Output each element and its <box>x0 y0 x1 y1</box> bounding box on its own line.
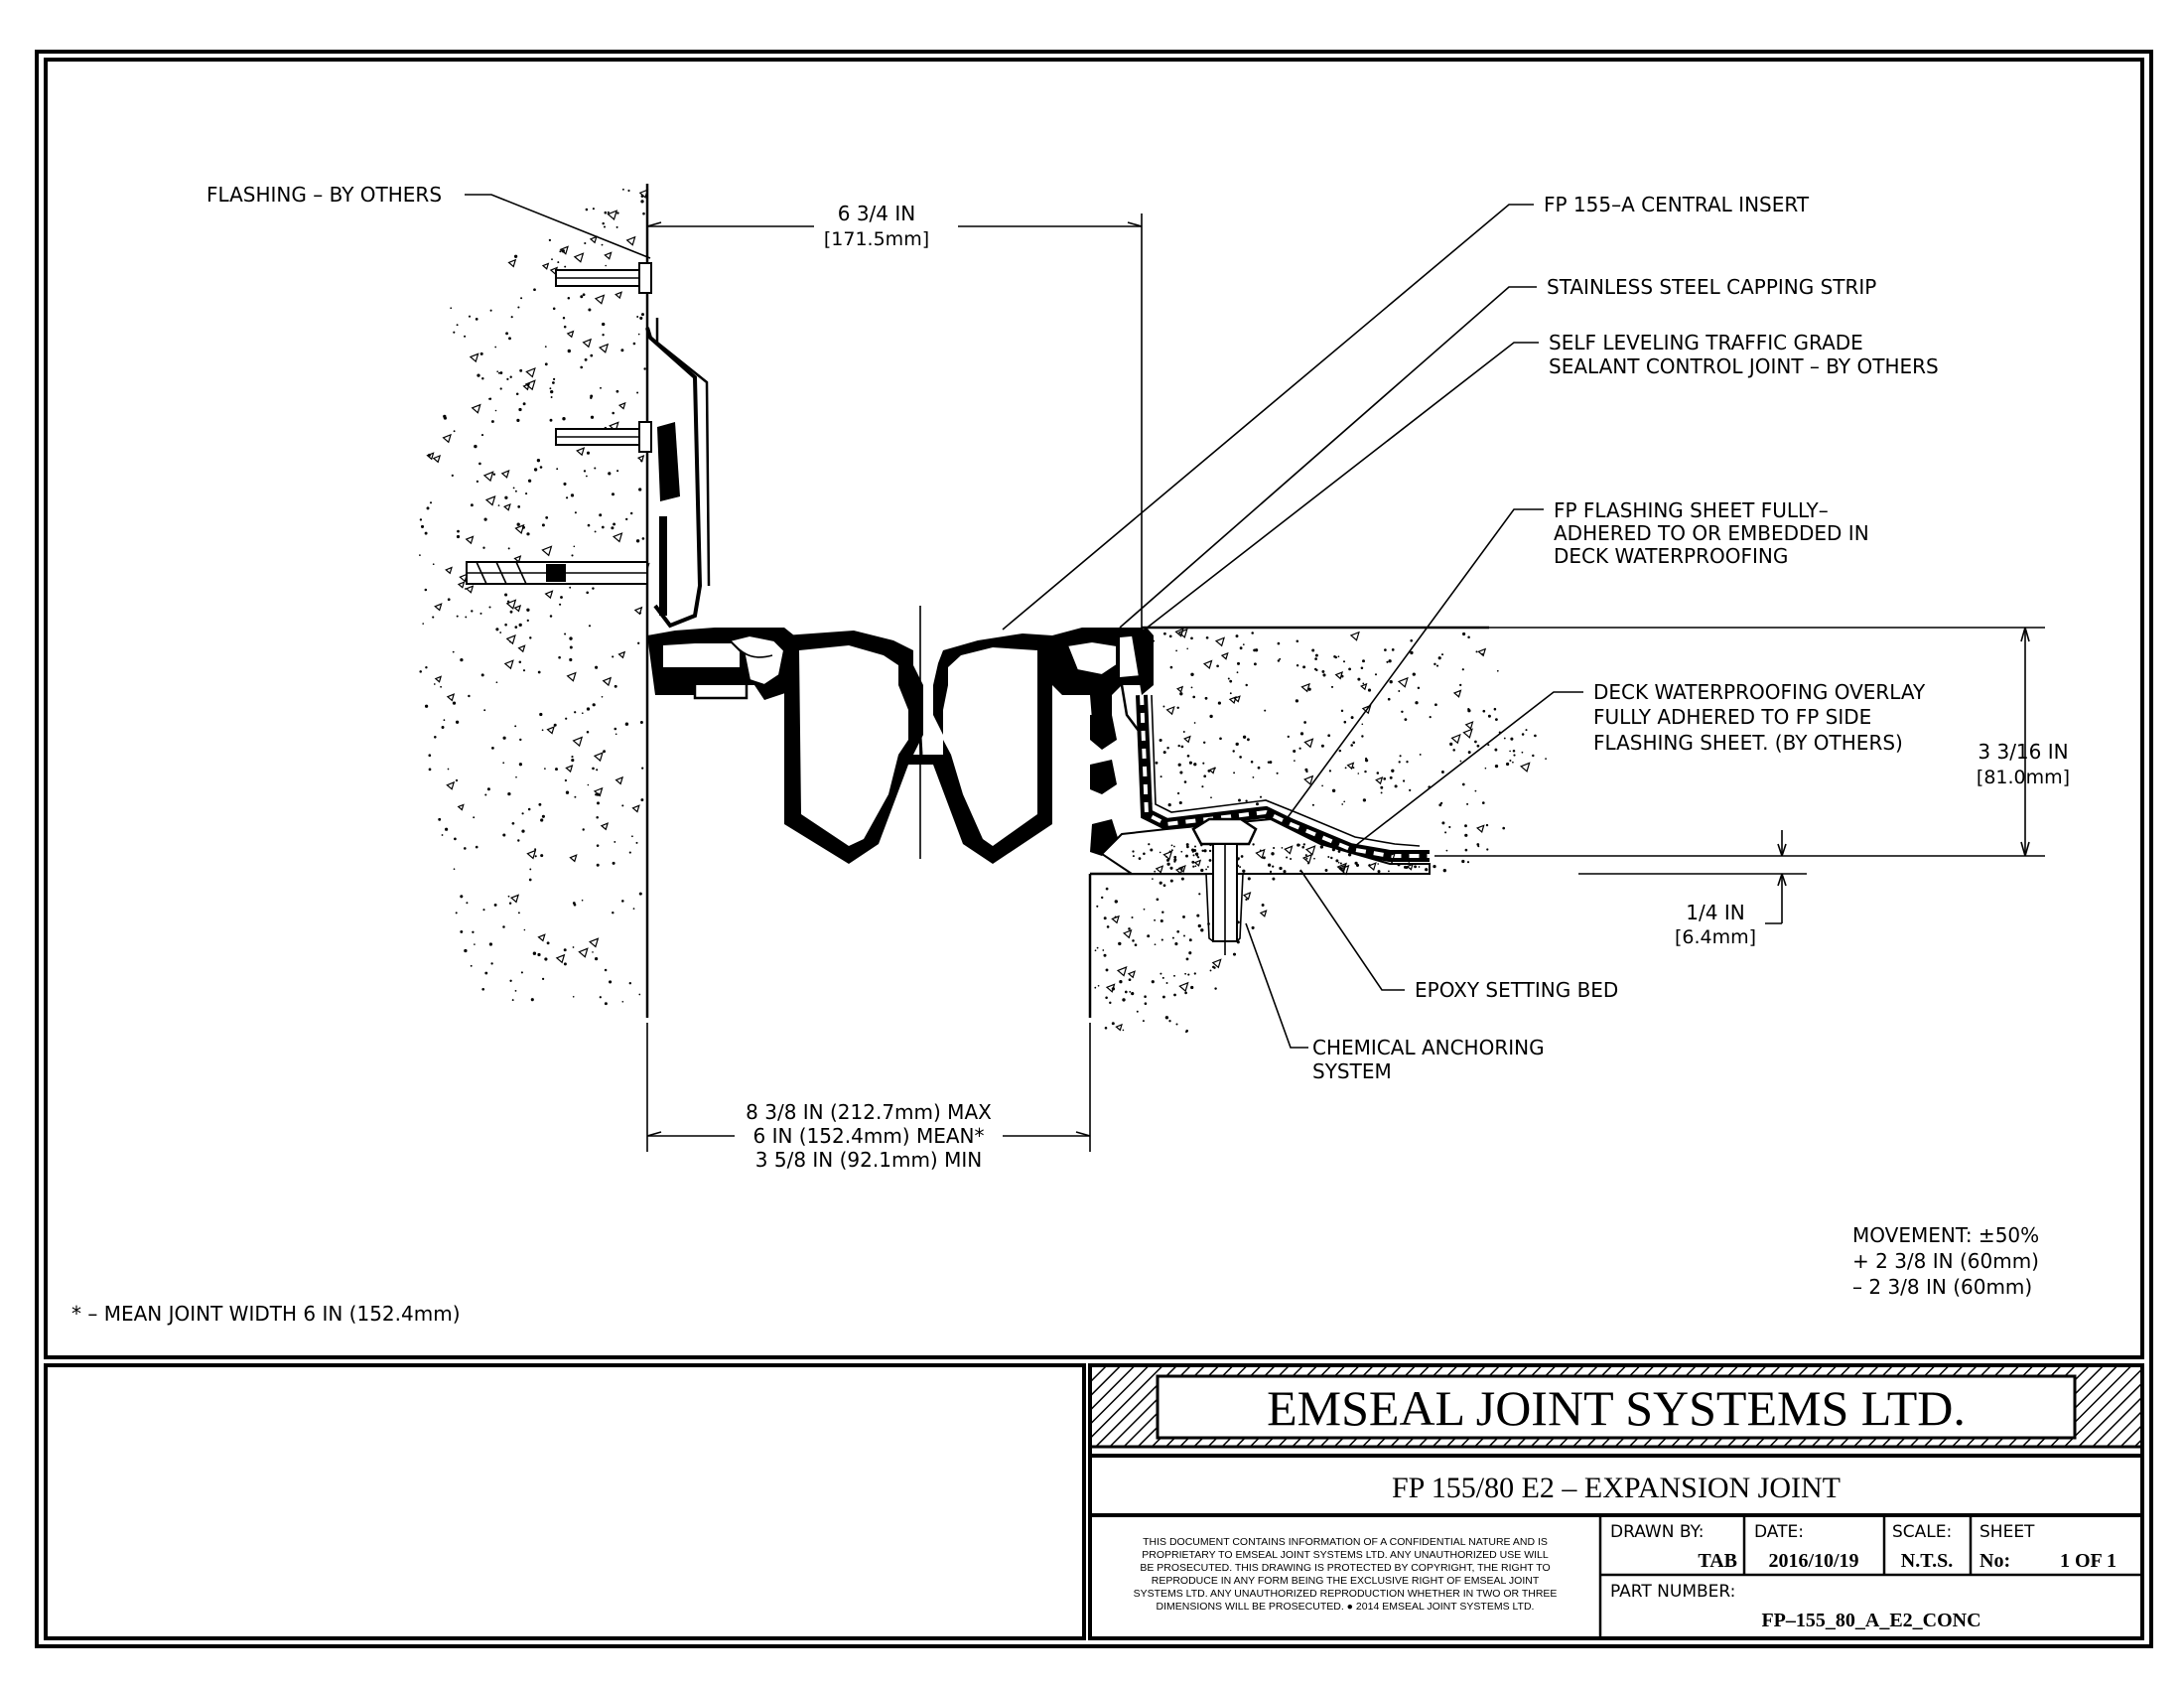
sheet-outer-border <box>35 50 2153 1648</box>
central-insert-profile <box>784 606 1052 864</box>
dim-gap-min: 3 5/8 IN (92.1mm) MIN <box>755 1148 982 1172</box>
epoxy-setting-bed <box>1100 817 1431 876</box>
callout-capping-strip-text: STAINLESS STEEL CAPPING STRIP <box>1547 275 1876 299</box>
callout-central-insert-text: FP 155–A CENTRAL INSERT <box>1544 193 1810 216</box>
disclaimer-line-3: BE PROSECUTED. THIS DRAWING IS PROTECTED… <box>1140 1562 1550 1574</box>
dimension-recess: 1/4 IN [6.4mm] <box>1578 830 1807 948</box>
callout-sealant: SELF LEVELING TRAFFIC GRADE SEALANT CONT… <box>1144 331 1939 631</box>
callout-overlay-line1: DECK WATERPROOFING OVERLAY <box>1593 680 1926 704</box>
scale-label: SCALE: <box>1892 1522 1952 1542</box>
left-anchor-bolt-2 <box>555 421 652 453</box>
dim-recess-metric: [6.4mm] <box>1675 926 1756 948</box>
note-movement-minus: – 2 3/8 IN (60mm) <box>1852 1275 2032 1299</box>
fp-flashing-sheet <box>1136 694 1430 862</box>
disclaimer-line-2: PROPRIETARY TO EMSEAL JOINT SYSTEMS LTD.… <box>1142 1549 1549 1561</box>
disclaimer-line-5: SYSTEMS LTD. ANY UNAUTHORIZED REPRODUCTI… <box>1134 1588 1558 1600</box>
disclaimer-line-4: REPRODUCE IN ANY FORM BEING THE EXCLUSIV… <box>1152 1575 1540 1587</box>
callout-epoxy-text: EPOXY SETTING BED <box>1415 978 1618 1002</box>
dim-gap-mean: 6 IN (152.4mm) MEAN* <box>752 1124 984 1148</box>
callout-overlay-line2: FULLY ADHERED TO FP SIDE <box>1593 705 1871 729</box>
date-value: 2016/10/19 <box>1768 1550 1858 1572</box>
title-block: EMSEAL JOINT SYSTEMS LTD. FP 155/80 E2 –… <box>1088 1363 2144 1638</box>
note-movement: MOVEMENT: ±50% <box>1852 1223 2039 1247</box>
dimension-height: 3 3/16 IN [81.0mm] <box>1142 627 2070 857</box>
callout-fp-sheet-line1: FP FLASHING SHEET FULLY– <box>1554 498 1829 522</box>
part-number-label: PART NUMBER: <box>1610 1582 1735 1602</box>
callout-epoxy: EPOXY SETTING BED <box>1299 869 1618 1002</box>
left-nosing-profile <box>647 628 794 700</box>
sheet-label: SHEET <box>1979 1522 2035 1542</box>
title-block-left-panel <box>44 1363 1086 1640</box>
callout-anchor-line2: SYSTEM <box>1312 1059 1392 1083</box>
callout-flashing-text: FLASHING – BY OTHERS <box>206 183 442 207</box>
callout-overlay: DECK WATERPROOFING OVERLAY FULLY ADHERED… <box>1354 680 1926 847</box>
left-flashing-plate <box>645 318 711 629</box>
left-expansion-anchor <box>466 561 648 585</box>
callout-overlay-line3: FLASHING SHEET. (BY OTHERS) <box>1593 731 1903 755</box>
dimension-top-width: 6 3/4 IN [171.5mm] <box>646 202 1143 628</box>
callout-fp-sheet: FP FLASHING SHEET FULLY– ADHERED TO OR E… <box>1285 498 1869 821</box>
dim-height-metric: [81.0mm] <box>1977 767 2070 788</box>
sheet-no-value: 1 OF 1 <box>2060 1550 2116 1572</box>
scale-value: N.T.S. <box>1901 1550 1953 1572</box>
callout-flashing: FLASHING – BY OTHERS <box>206 183 651 259</box>
chemical-anchor <box>1191 817 1258 955</box>
callout-capping-strip: STAINLESS STEEL CAPPING STRIP <box>1119 275 1876 629</box>
company-name: EMSEAL JOINT SYSTEMS LTD. <box>1267 1380 1966 1436</box>
left-anchor-bolt-1 <box>555 262 652 294</box>
disclaimer-line-6: DIMENSIONS WILL BE PROSECUTED. ● 2014 EM… <box>1157 1601 1535 1613</box>
disclaimer-line-1: THIS DOCUMENT CONTAINS INFORMATION OF A … <box>1143 1536 1548 1548</box>
callout-fp-sheet-line2: ADHERED TO OR EMBEDDED IN <box>1554 521 1869 545</box>
dim-top-width-value: 6 3/4 IN <box>838 202 916 225</box>
dim-recess-value: 1/4 IN <box>1686 901 1744 924</box>
drawn-by-label: DRAWN BY: <box>1610 1522 1704 1542</box>
dim-top-width-metric: [171.5mm] <box>824 228 929 250</box>
dim-height-value: 3 3/16 IN <box>1978 740 2068 764</box>
callout-sealant-line1: SELF LEVELING TRAFFIC GRADE <box>1549 331 1863 354</box>
callout-fp-sheet-line3: DECK WATERPROOFING <box>1554 544 1788 568</box>
callout-anchor: CHEMICAL ANCHORING SYSTEM <box>1245 922 1545 1083</box>
drawing-title: FP 155/80 E2 – EXPANSION JOINT <box>1392 1472 1841 1504</box>
dim-gap-max: 8 3/8 IN (212.7mm) MAX <box>746 1100 992 1124</box>
part-number-value: FP–155_80_A_E2_CONC <box>1761 1610 1980 1631</box>
sheet-no-label: No: <box>1979 1550 2010 1572</box>
callout-anchor-line1: CHEMICAL ANCHORING <box>1312 1036 1545 1059</box>
sheet-inner-border <box>44 58 2144 1359</box>
note-movement-plus: + 2 3/8 IN (60mm) <box>1852 1249 2039 1273</box>
date-label: DATE: <box>1754 1522 1804 1542</box>
callout-central-insert: FP 155–A CENTRAL INSERT <box>1002 193 1810 631</box>
callout-sealant-line2: SEALANT CONTROL JOINT – BY OTHERS <box>1549 354 1939 378</box>
dimension-gap: 8 3/8 IN (212.7mm) MAX 6 IN (152.4mm) ME… <box>646 1023 1091 1172</box>
drawn-by-value: TAB <box>1698 1550 1737 1572</box>
note-mean-width: * – MEAN JOINT WIDTH 6 IN (152.4mm) <box>71 1302 461 1326</box>
left-concrete-wall <box>406 184 650 1018</box>
